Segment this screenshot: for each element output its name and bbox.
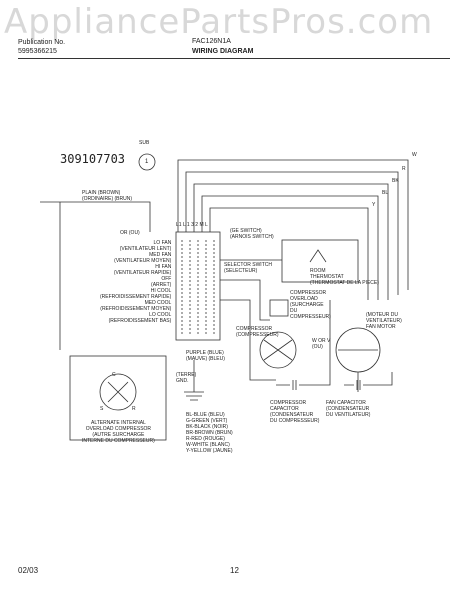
wire-code-y: Y: [372, 202, 376, 208]
publication-number: 5995366215: [18, 48, 57, 55]
sub-circle: [138, 153, 156, 171]
wire-r-top: [185, 171, 399, 295]
color-key: BL-BLUE (BLEU) G-GREEN (VERT) BK-BLACK (…: [186, 412, 233, 454]
selector-switch-label: SELECTOR SWITCH (SELECTEUR): [224, 262, 272, 274]
alternate-overload-box: [69, 355, 167, 441]
overload-label: COMPRESSOR OVERLOAD (SURCHARGE DU COMPRE…: [290, 290, 331, 320]
wire-bl-top: [201, 195, 379, 300]
model-number: FAC126N1A: [192, 38, 231, 45]
wire-code-bk: BK: [392, 178, 399, 184]
publication-label: Publication No.: [18, 39, 66, 46]
alternate-overload-label: ALTERNATE INTERNAL OVERLOAD COMPRESSOR (…: [82, 420, 155, 444]
drawing-number: 309107703: [60, 152, 126, 166]
fan-capacitor-label: FAN CAPACITOR (CONDENSATEUR DU VENTILATE…: [326, 400, 371, 418]
terminal-r: R: [132, 406, 136, 412]
fan-wire-codes: W OR V (OU): [312, 338, 331, 350]
footer-date: 02/03: [18, 566, 39, 575]
fan-motor-label: (MOTEUR DU VENTILATEUR) FAN MOTOR: [366, 312, 402, 330]
wire-code-r: R: [402, 166, 406, 172]
selector-switch-box: [175, 231, 221, 341]
compressor-capacitor-symbol: [276, 380, 312, 390]
purple-wire-label: PURPLE (BLUE) (MAUVE) (BLEU): [186, 350, 225, 362]
terminal-c: C: [112, 372, 116, 378]
terminal-s: S: [100, 406, 104, 412]
overload-box: [269, 299, 289, 317]
compressor-capacitor-label: COMPRESSOR CAPACITOR (CONDENSATEUR DU CO…: [270, 400, 320, 424]
page-number: 12: [230, 566, 239, 575]
plug-label: PLAIN (BROWN) (ORDINAIRE) (BRUN): [82, 190, 132, 202]
thermostat-label: ROOM THERMOSTAT (THERMOSTAT DE LA PIECE): [310, 268, 379, 286]
ground-option-label: OR (OU): [120, 230, 140, 236]
wire-code-bl: BL: [382, 190, 389, 196]
switch-positions: LO FAN (VENTILATEUR LENT) MED FAN (VENTI…: [100, 240, 172, 324]
watermark: AppliancePartsPros.com: [4, 2, 434, 42]
publication-block: Publication No. 5995366215: [18, 38, 65, 56]
wire-code-w: W: [412, 152, 417, 158]
thermostat-box: [281, 239, 359, 283]
ground-label: (TERRE) GND.: [176, 372, 197, 384]
thermostat-symbol: [309, 249, 327, 263]
compressor-label: COMPRESSOR (COMPRESSEUR): [236, 326, 279, 338]
switch-terminal-labels: L1 L 1 3 2 M L: [176, 222, 208, 228]
wire-w-top: [177, 159, 409, 290]
plug-line: [40, 201, 151, 232]
compressor-symbol: [259, 331, 297, 369]
wire-y-top: [209, 207, 369, 300]
page-title: WIRING DIAGRAM: [192, 48, 254, 55]
header-rule: [18, 58, 450, 59]
sub-number: 1: [145, 159, 149, 165]
sub-label: SUB: [139, 140, 150, 146]
fan-capacitor-symbol: [344, 380, 374, 390]
ground-symbol: [184, 391, 204, 401]
ge-switch-label: (GE SWITCH) (ARNOIS SWITCH): [230, 228, 274, 240]
wire-bk-top: [193, 183, 389, 300]
